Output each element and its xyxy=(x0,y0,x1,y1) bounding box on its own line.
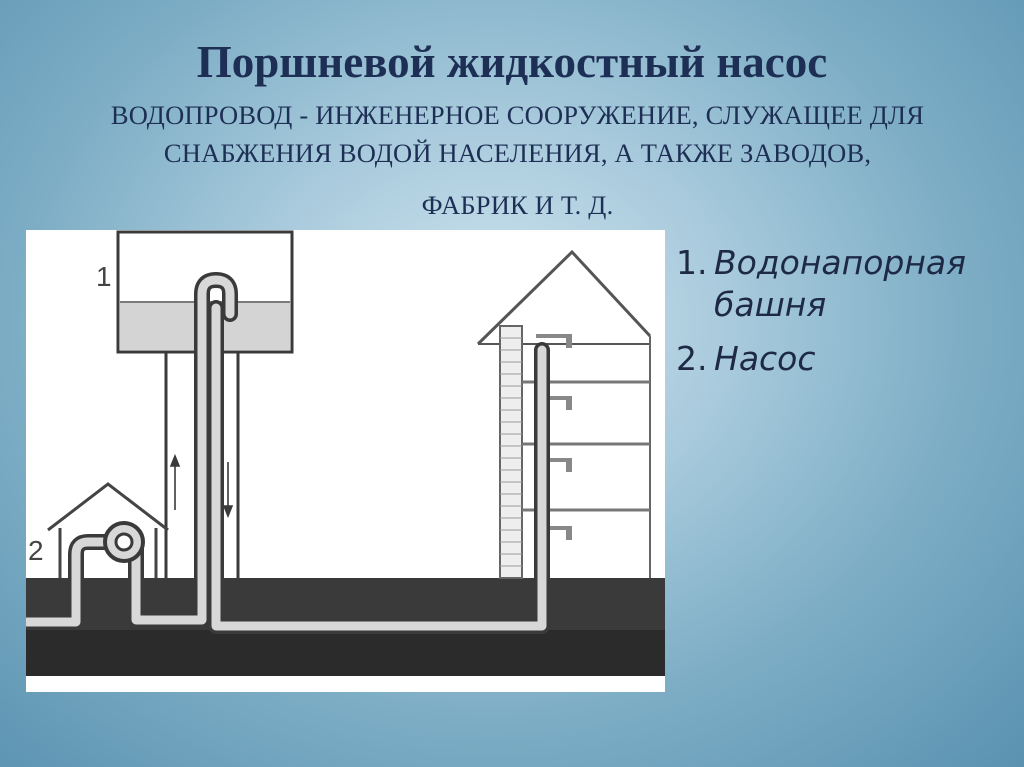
legend-item-text: Водонапорная башня xyxy=(714,243,966,324)
up-arrow xyxy=(169,453,181,510)
water-pipes xyxy=(26,272,550,634)
pump xyxy=(103,521,145,563)
water-supply-diagram: 1 2 xyxy=(26,230,665,692)
residential-building xyxy=(476,249,652,579)
label-1: 1 xyxy=(96,261,112,292)
down-arrow xyxy=(222,462,234,519)
legend-item-number: 1. xyxy=(676,243,708,282)
subtitle-line: СНАБЖЕНИЯ ВОДОЙ НАСЕЛЕНИЯ, А ТАКЖЕ ЗАВОД… xyxy=(163,138,872,168)
label-2: 2 xyxy=(28,535,44,566)
water-supply-illustration: 1 2 xyxy=(26,230,665,676)
legend-item-number: 2. xyxy=(676,339,708,378)
subtitle-line: ФАБРИК И Т. Д. xyxy=(421,190,614,220)
legend-item: 1. Водонапорная башня xyxy=(676,242,1016,326)
legend-item: 2. Насос xyxy=(676,338,1016,380)
legend-item-text: Насос xyxy=(714,339,816,378)
slide-subtitle: ВОДОПРОВОД - ИНЖЕНЕРНОЕ СООРУЖЕНИЕ, СЛУЖ… xyxy=(30,96,1005,224)
pump-house xyxy=(47,482,169,578)
subtitle-line: ВОДОПРОВОД - ИНЖЕНЕРНОЕ СООРУЖЕНИЕ, СЛУЖ… xyxy=(110,100,925,130)
ground-dark-band xyxy=(26,630,665,676)
legend-list: 1. Водонапорная башня 2. Насос xyxy=(676,242,1016,392)
slide-title: Поршневой жидкостный насос xyxy=(196,37,828,87)
